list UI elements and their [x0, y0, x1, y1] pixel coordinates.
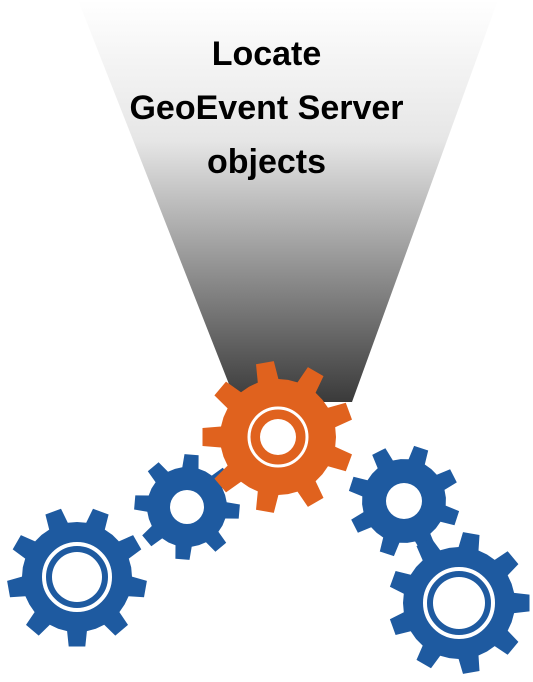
gear-body — [7, 508, 147, 647]
spotlight-beam — [78, 0, 498, 402]
title-line-2: GeoEvent Server — [129, 89, 404, 127]
title-line-3: objects — [206, 143, 327, 181]
gear-ring — [423, 567, 495, 639]
gear-ring — [42, 542, 112, 612]
gear-icon-left-large — [7, 508, 147, 647]
gear-body — [202, 361, 352, 513]
gear-icon-left-small — [134, 454, 240, 560]
gear-body — [134, 454, 240, 560]
gear-icon-right-large — [389, 532, 530, 674]
gear-body — [348, 445, 460, 557]
gear-ring — [247, 406, 309, 468]
gear-icon-center — [202, 361, 352, 513]
gear-icon-right-small — [348, 445, 460, 557]
gear-body — [389, 532, 530, 674]
title-line-1: Locate — [211, 35, 322, 73]
